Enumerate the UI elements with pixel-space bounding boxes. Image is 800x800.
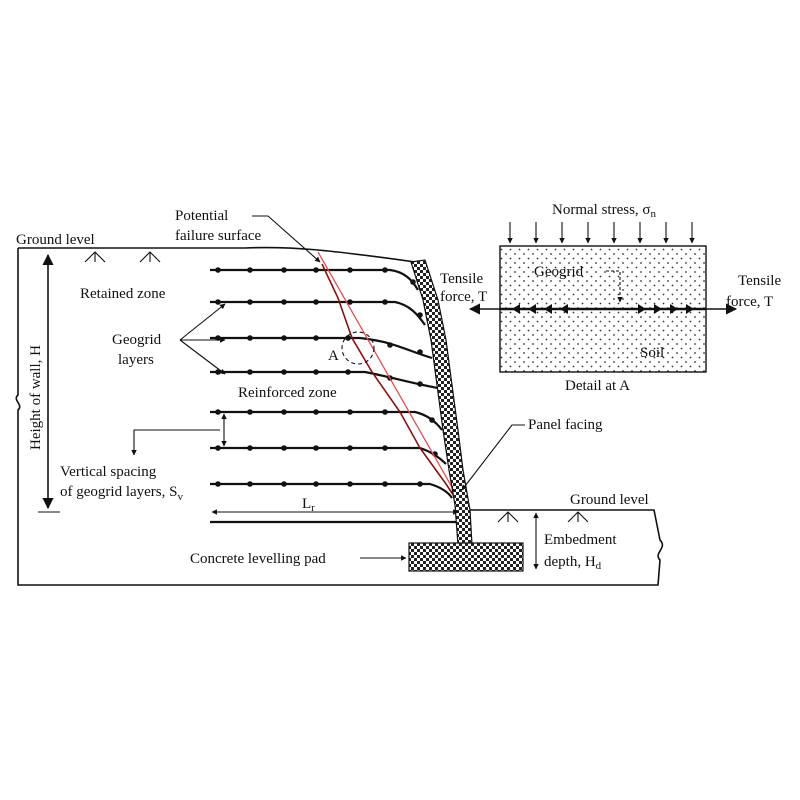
failure-surface <box>317 251 466 511</box>
detail-shear-arrows <box>512 304 694 314</box>
normal-stress-sub: n <box>651 208 657 220</box>
point-a-label: A <box>328 348 339 364</box>
detail-a-circle <box>341 331 375 365</box>
potential-failure-label-2: failure surface <box>175 228 262 244</box>
levelling-pad-label: Concrete levelling pad <box>190 551 326 567</box>
detail-soil-label: Soil <box>640 345 664 361</box>
detail-a: Normal stress, σn Geogrid Soil Tensile f… <box>440 202 781 394</box>
normal-stress-arrows <box>507 222 695 244</box>
ground-hatch-left <box>84 251 161 263</box>
ground-surface-top <box>18 246 416 263</box>
panel-facing-leader <box>461 424 525 491</box>
geogrid-layer-3 <box>210 336 433 360</box>
geogrid-layer-7 <box>210 482 453 499</box>
ground-hatch-right <box>497 511 589 523</box>
spacing-leader <box>131 429 220 456</box>
embedment-sub: d <box>596 560 602 572</box>
tensile-left-label-2: force, T <box>440 289 487 305</box>
ground-level-left-label: Ground level <box>16 232 95 248</box>
failure-leader <box>252 215 321 263</box>
tensile-right-label-2: force, T <box>726 294 773 310</box>
geogrid-layer-4 <box>210 370 439 390</box>
height-of-wall-label: Height of wall, H <box>28 345 44 450</box>
potential-failure-label-1: Potential <box>175 208 228 224</box>
geogrid-layers-label-2: layers <box>118 352 154 368</box>
length-sub: r <box>311 502 315 514</box>
geogrid-leader-up <box>179 303 226 341</box>
reinforced-zone-label: Reinforced zone <box>238 385 337 401</box>
geogrid-layer-6 <box>210 446 447 465</box>
levelling-pad <box>408 542 524 572</box>
panel-facing-label: Panel facing <box>528 417 603 433</box>
tensile-right-label-1: Tensile <box>738 273 781 289</box>
geogrid-layer-5 <box>210 410 443 431</box>
retained-zone-label: Retained zone <box>80 286 166 302</box>
vertical-spacing-sub: v <box>177 491 183 503</box>
geogrid-layer-2 <box>210 300 426 326</box>
normal-stress-label: Normal stress, σn <box>552 202 657 220</box>
geogrid-layer-1 <box>210 268 419 291</box>
embedment-label-1: Embedment <box>544 532 617 548</box>
length-label: Lr <box>302 496 315 514</box>
geogrid-leader-down <box>179 339 226 375</box>
detail-caption: Detail at A <box>565 378 630 394</box>
geogrid-nodes <box>215 267 438 487</box>
detail-geogrid-label: Geogrid <box>534 264 584 280</box>
failure-surface-trace <box>321 263 463 509</box>
ground-level-right-label: Ground level <box>570 492 649 508</box>
vertical-spacing-label-2: of geogrid layers, Sv <box>60 484 183 503</box>
tensile-left-label-1: Tensile <box>440 271 483 287</box>
vertical-spacing-label-1: Vertical spacing <box>60 464 157 480</box>
geogrid-layers-label-1: Geogrid <box>112 332 162 348</box>
embedment-label-2: depth, Hd <box>544 554 602 572</box>
soil-boundary <box>15 248 664 586</box>
